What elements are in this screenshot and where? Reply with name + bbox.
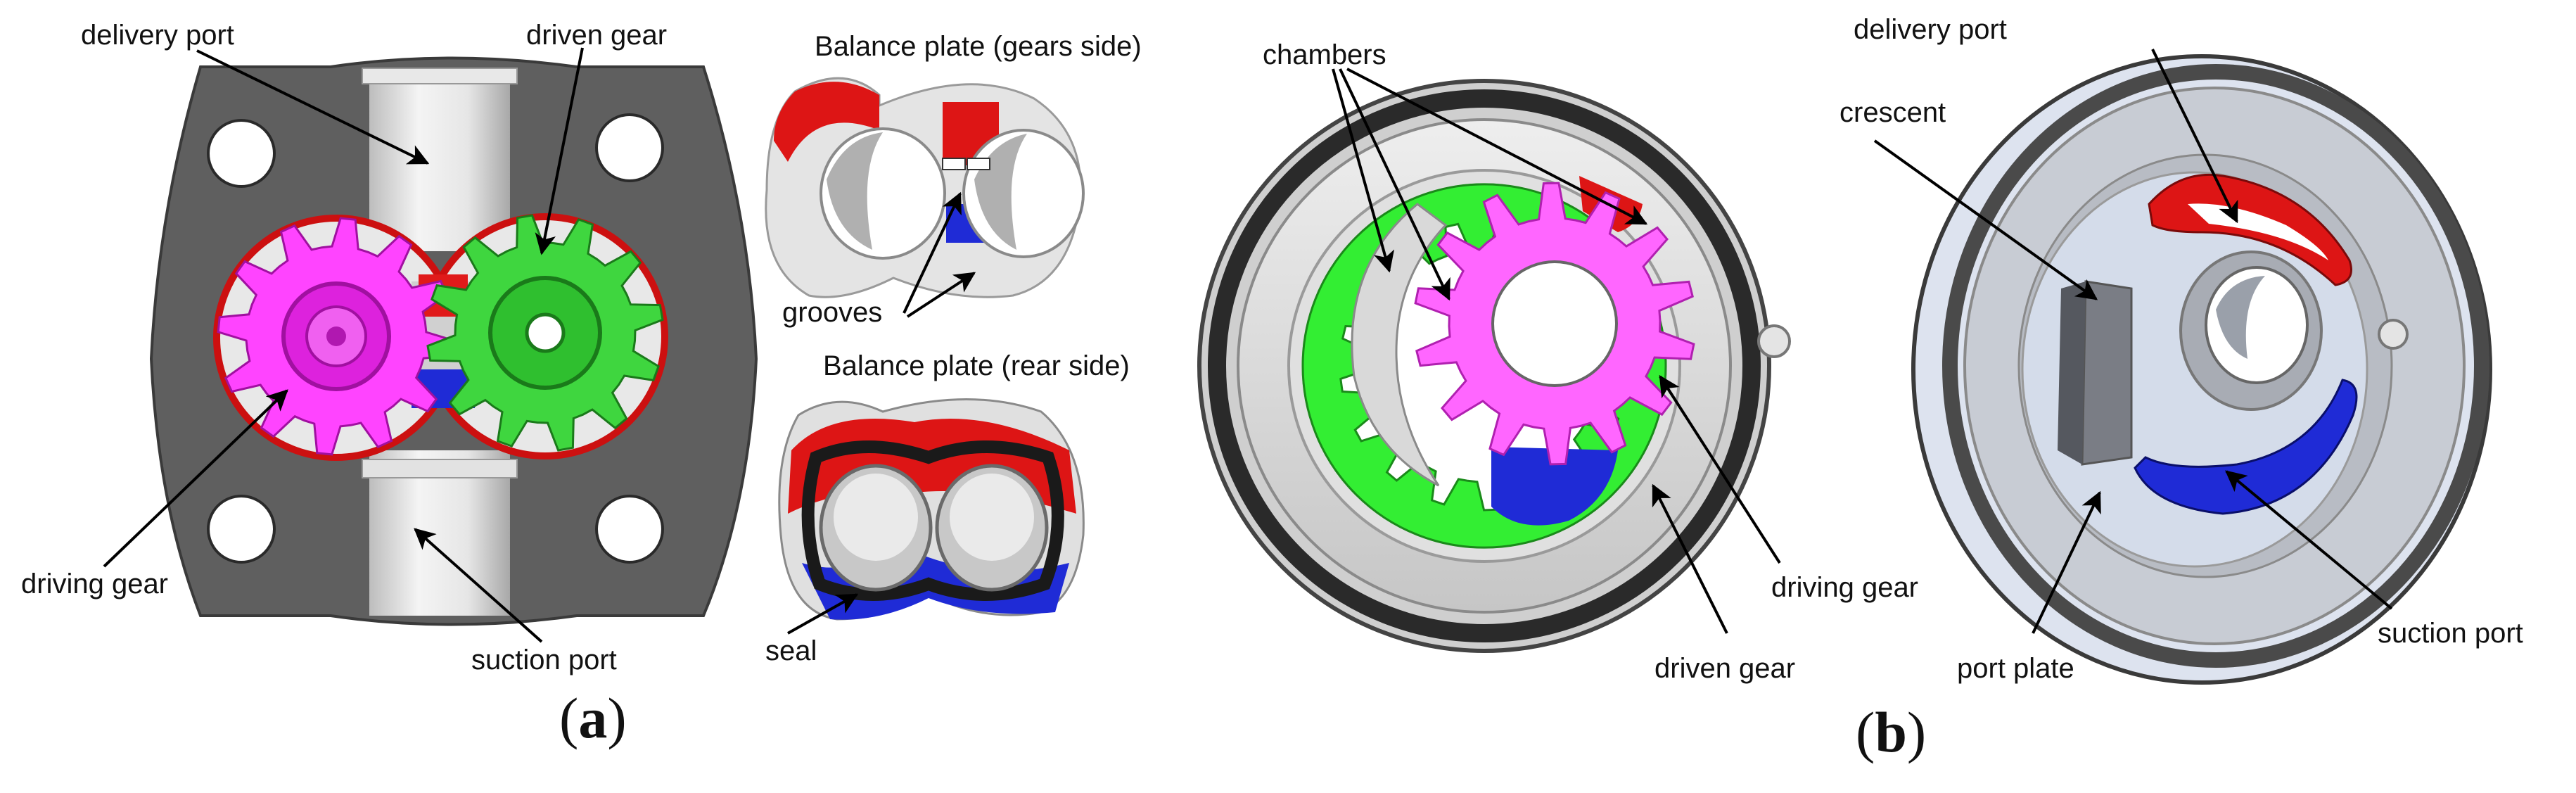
arrow-driven-gear-a — [535, 47, 584, 255]
arrow-driving-gear-a — [103, 389, 288, 568]
driving-gear-label-b: driving gear — [1771, 572, 1919, 603]
port-plate-label: port plate — [1957, 653, 2074, 684]
panel-label-a: (a) — [559, 686, 627, 750]
arrow-crescent — [1873, 139, 2098, 300]
delivery-port-label-a: delivery port — [81, 20, 234, 51]
delivery-port-bore — [369, 68, 510, 251]
grooves-label: grooves — [782, 297, 883, 328]
balance-plate-rear-side — [778, 398, 1085, 621]
pin — [1757, 324, 1791, 358]
external-gear-pump — [149, 56, 758, 626]
bolt-hole — [595, 495, 664, 564]
arrow-chambers-3 — [1346, 68, 1648, 225]
driving-gear-label-a: driving gear — [21, 569, 169, 599]
chambers-label: chambers — [1263, 39, 1386, 70]
internal-gear-pump — [1197, 79, 1791, 653]
suction-port-label-b: suction port — [2378, 618, 2523, 649]
bolt-hole — [207, 119, 276, 188]
bolt-hole — [207, 495, 276, 564]
bolt-hole — [595, 113, 664, 182]
arrow-suction-port-b — [2225, 470, 2393, 610]
panel-label-b: (b) — [1856, 700, 1927, 764]
arrow-delivery-port-a — [196, 49, 430, 165]
suction-port-kidney — [2134, 379, 2358, 515]
seal-label: seal — [765, 635, 817, 666]
driven-gear-label-a: driven gear — [526, 20, 668, 51]
balance-plate-gears-side-label: Balance plate (gears side) — [815, 31, 1142, 62]
leader-arrows — [103, 47, 2393, 643]
delivery-port-label-b: delivery port — [1854, 14, 2007, 45]
pin — [2378, 319, 2409, 350]
crescent-shape — [1351, 203, 1448, 487]
arrow-driving-gear-b — [1659, 374, 1781, 564]
arrow-chambers-2 — [1339, 68, 1450, 301]
arrow-suction-port-a — [414, 528, 543, 643]
crescent-label: crescent — [1839, 97, 1946, 128]
arrow-seal — [787, 593, 859, 635]
balance-plate-gears-side — [765, 77, 1085, 298]
crescent-plate — [2081, 280, 2133, 466]
arrow-grooves-1 — [903, 191, 962, 314]
arrow-grooves-2 — [906, 272, 976, 318]
arrow-port-plate — [2032, 490, 2101, 634]
arrow-driven-gear-b — [1652, 483, 1728, 634]
suction-port-label-a: suction port — [471, 645, 617, 675]
arrow-delivery-port-b — [2151, 49, 2238, 224]
driven-gear-label-b: driven gear — [1654, 653, 1796, 684]
arrow-chambers-1 — [1332, 68, 1395, 273]
balance-plate-rear-side-label: Balance plate (rear side) — [823, 350, 1130, 381]
outer-seal-ring — [1208, 89, 1761, 642]
